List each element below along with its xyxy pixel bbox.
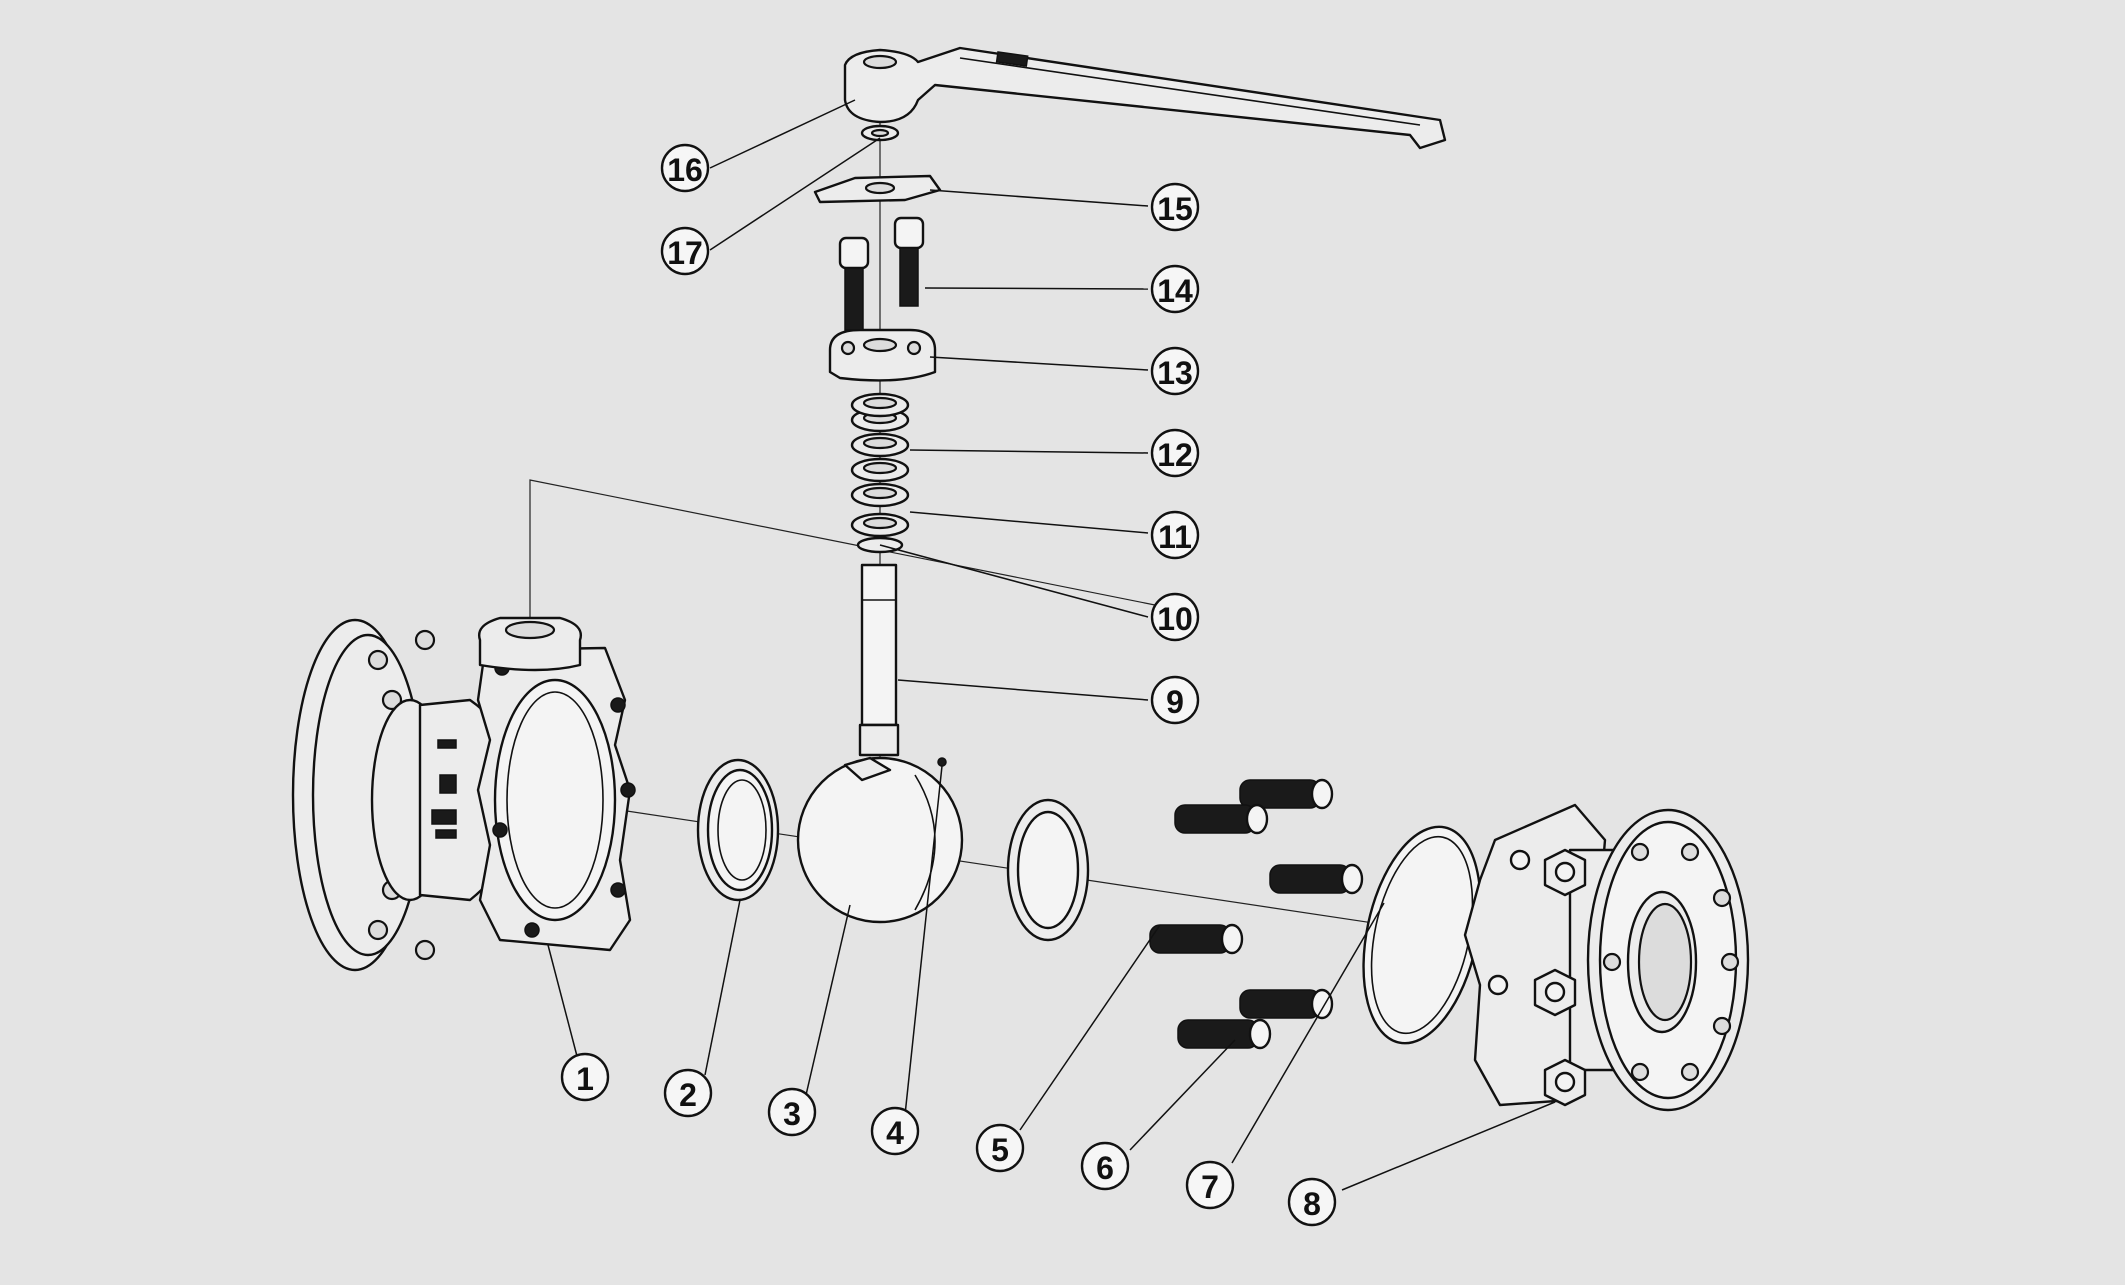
part-1-left-body (291, 616, 636, 972)
callout-1: 1 (560, 1052, 610, 1102)
callout-4: 4 (870, 1106, 920, 1156)
svg-text:6: 6 (1096, 1150, 1114, 1186)
callout-7: 7 (1185, 1160, 1235, 1210)
callout-12: 12 (1150, 428, 1200, 478)
svg-text:12: 12 (1157, 437, 1193, 473)
part-11-12-packing-rings (850, 392, 910, 538)
svg-text:17: 17 (667, 235, 703, 271)
svg-text:14: 14 (1157, 273, 1193, 309)
callout-9: 9 (1150, 675, 1200, 725)
callout-13: 13 (1150, 346, 1200, 396)
leader-lines (547, 99, 1556, 1191)
part-2-seat (696, 758, 780, 902)
callout-5: 5 (975, 1123, 1025, 1173)
svg-text:10: 10 (1157, 601, 1193, 637)
part-6-studs (1149, 778, 1364, 1050)
callout-8: 8 (1287, 1177, 1337, 1227)
callout-11: 11 (1150, 510, 1200, 560)
part-5-seat (1006, 798, 1090, 942)
svg-text:3: 3 (783, 1096, 801, 1132)
part-17-washer (860, 124, 900, 142)
part-8-right-end (1463, 803, 1750, 1112)
callout-14: 14 (1150, 264, 1200, 314)
part-13-gland (828, 328, 937, 382)
part-14-bolts (838, 216, 925, 331)
callout-6: 6 (1080, 1141, 1130, 1191)
part-4-pin (937, 757, 947, 767)
svg-text:2: 2 (679, 1077, 697, 1113)
svg-text:7: 7 (1201, 1169, 1219, 1205)
callout-3: 3 (767, 1087, 817, 1137)
svg-text:8: 8 (1303, 1186, 1321, 1222)
part-15-stop-plate (813, 174, 942, 204)
svg-text:4: 4 (886, 1115, 904, 1151)
callout-15: 15 (1150, 182, 1200, 232)
svg-text:11: 11 (1158, 519, 1192, 555)
part-3-ball (796, 756, 964, 924)
callout-16: 16 (660, 143, 710, 193)
svg-text:15: 15 (1157, 191, 1193, 227)
part-9-stem (858, 563, 900, 757)
svg-text:16: 16 (667, 152, 703, 188)
callout-10: 10 (1150, 592, 1200, 642)
svg-text:5: 5 (991, 1132, 1009, 1168)
svg-text:13: 13 (1157, 355, 1193, 391)
svg-text:9: 9 (1166, 684, 1184, 720)
part-16-handle (843, 46, 1447, 150)
callout-2: 2 (663, 1068, 713, 1118)
callout-17: 17 (660, 226, 710, 276)
svg-text:1: 1 (576, 1061, 594, 1097)
